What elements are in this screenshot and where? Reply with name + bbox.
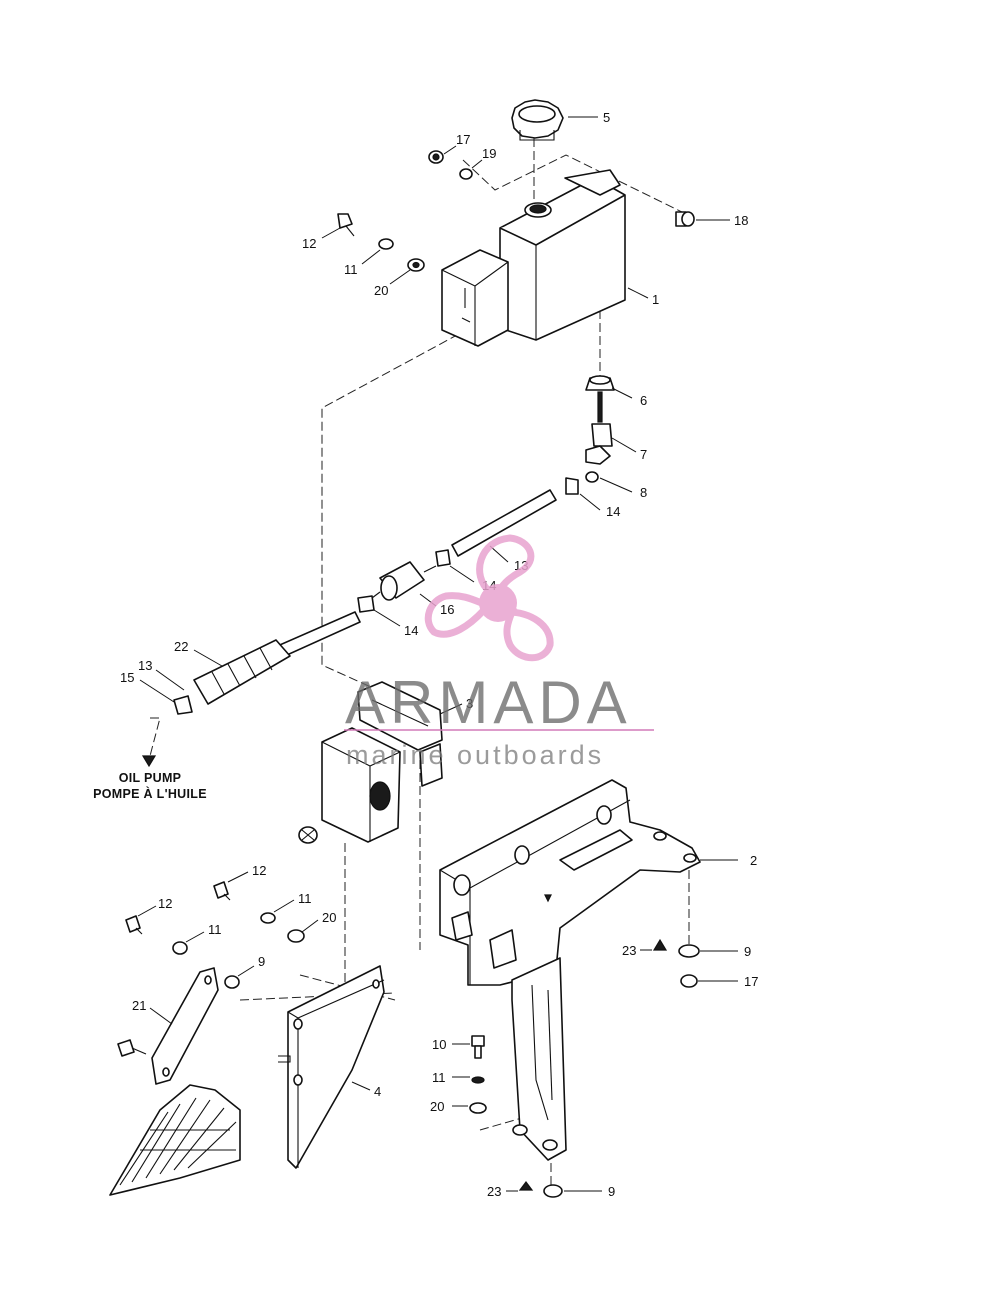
oil-pump-note: OIL PUMP POMPE À L'HUILE [93,771,207,801]
callout-19: 19 [482,146,496,161]
armada-watermark: ARMADA marine outboards [344,534,654,770]
callout-10: 10 [432,1037,446,1052]
callout-2: 2 [750,853,757,868]
callout-21: 21 [132,998,146,1013]
callout-11: 11 [298,891,312,906]
callout-7: 7 [640,447,647,462]
callout-11: 11 [344,262,358,277]
mount-module [298,681,443,844]
callout-12: 12 [252,863,266,878]
callout-12: 12 [302,236,316,251]
callout-23: 23 [487,1184,501,1199]
callout-14: 14 [404,623,418,638]
callout-17: 17 [456,132,470,147]
callout-20: 20 [430,1099,444,1114]
strap-bracket [117,967,219,1085]
left-hardware [125,881,305,989]
tank-cap [511,99,564,141]
callout-6: 6 [640,393,647,408]
leader-lines [137,116,738,1192]
side-plate [278,965,385,1169]
callout-17: 17 [744,974,758,989]
fuel-lines [173,477,579,715]
callout-15: 15 [120,670,134,685]
callout-18: 18 [734,213,748,228]
callout-23: 23 [622,943,636,958]
callout-20: 20 [322,910,336,925]
callout-13: 13 [138,658,152,673]
engine-fragment [109,1084,241,1196]
right-hardware [469,938,700,1198]
watermark-subtitle: marine outboards [346,740,604,770]
callout-11: 11 [432,1070,446,1085]
outlet-fittings [585,375,615,483]
main-bracket [439,779,701,1161]
callout-9: 9 [608,1184,615,1199]
callout-12: 12 [158,896,172,911]
callout-16: 16 [440,602,454,617]
oil-pump-note-line2: POMPE À L'HUILE [93,786,207,801]
callout-14: 14 [606,504,620,519]
callout-4: 4 [374,1084,381,1099]
oil-pump-arrow [141,755,157,768]
tank-hardware [337,150,695,272]
callout-8: 8 [640,485,647,500]
callout-9: 9 [744,944,751,959]
oil-pump-note-line1: OIL PUMP [119,771,182,785]
oil-tank [441,169,626,347]
callout-11: 11 [208,922,222,937]
watermark-title: ARMADA [345,669,632,736]
callout-20: 20 [374,283,388,298]
callout-22: 22 [174,639,188,654]
callout-labels: 5 17 19 18 12 11 20 1 6 7 8 14 13 14 16 … [120,110,758,1199]
callout-1: 1 [652,292,659,307]
callout-9: 9 [258,954,265,969]
callout-5: 5 [603,110,610,125]
propeller-logo-icon [424,534,554,662]
callout-3: 3 [466,696,473,711]
